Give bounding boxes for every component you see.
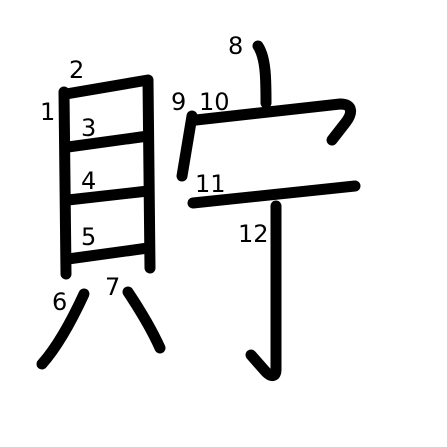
stroke-number-8: 8 xyxy=(228,32,243,60)
stroke-1 xyxy=(58,86,72,280)
stroke-11 xyxy=(187,180,361,209)
stroke-number-10: 10 xyxy=(199,88,230,116)
stroke-number-1: 1 xyxy=(40,98,55,126)
stroke-number-12: 12 xyxy=(238,220,269,248)
stroke-9 xyxy=(176,110,198,182)
stroke-10 xyxy=(190,98,356,146)
stroke-12 xyxy=(245,200,282,382)
stroke-2 xyxy=(60,74,156,274)
stroke-4 xyxy=(62,185,154,206)
stroke-number-9: 9 xyxy=(171,88,186,116)
stroke-5 xyxy=(62,242,154,265)
stroke-6 xyxy=(36,288,90,370)
stroke-7 xyxy=(122,286,166,354)
stroke-number-4: 4 xyxy=(81,167,96,195)
stroke-number-5: 5 xyxy=(81,223,96,251)
stroke-number-3: 3 xyxy=(81,114,96,142)
stroke-number-11: 11 xyxy=(195,170,226,198)
stroke-number-7: 7 xyxy=(105,273,120,301)
stroke-8 xyxy=(252,40,272,109)
stroke-3 xyxy=(62,130,154,153)
stroke-number-6: 6 xyxy=(52,288,67,316)
stroke-number-2: 2 xyxy=(69,56,84,84)
